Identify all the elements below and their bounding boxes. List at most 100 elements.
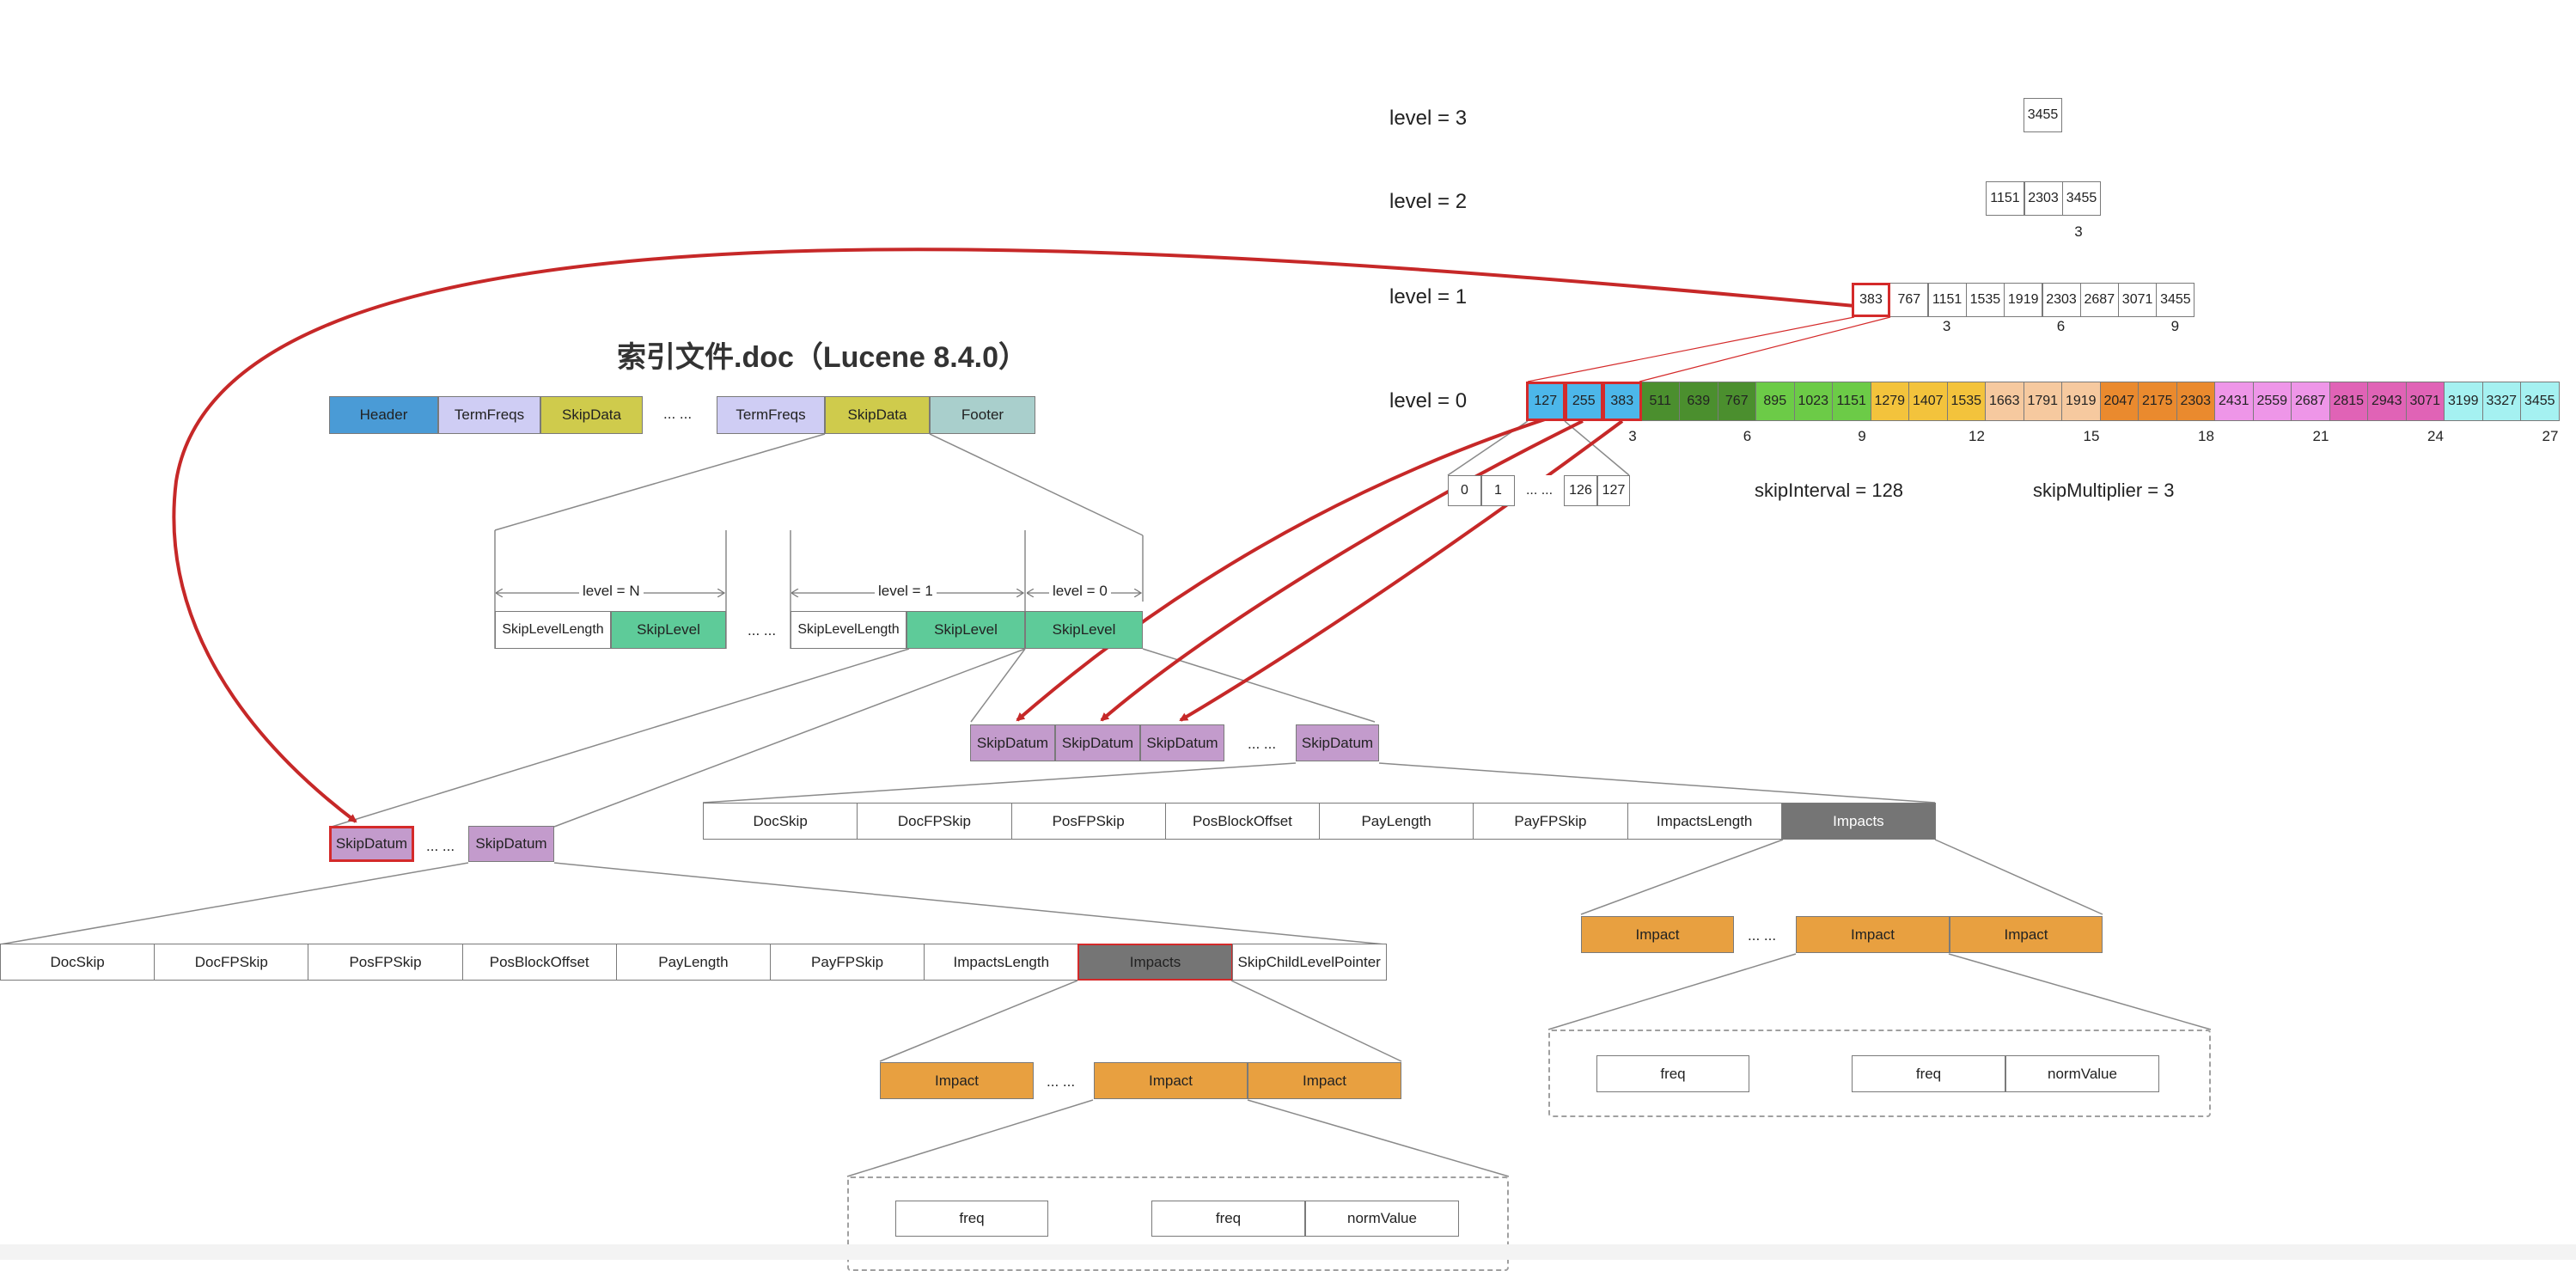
- zoom-line: [970, 648, 1026, 723]
- field-skipchildlevelpointer: SkipChildLevelPointer: [1231, 944, 1387, 981]
- doc-id-cell: 1: [1481, 475, 1515, 506]
- field-paylength: PayLength: [615, 944, 771, 981]
- field-posfpskip: PosFPSkip: [308, 944, 463, 981]
- impact-block: Impact: [880, 1062, 1034, 1099]
- skip-cell: 1151: [1832, 382, 1871, 421]
- skip-cell: 2559: [2252, 382, 2292, 421]
- zoom-line: [1247, 1099, 1510, 1177]
- skip-cell: 767: [1889, 283, 1929, 317]
- ellipsis: ... ...: [1515, 475, 1564, 506]
- skip-cell: 1151: [1986, 181, 2024, 216]
- zoom-line: [1564, 420, 1630, 476]
- doc-id-cell: 127: [1597, 475, 1630, 506]
- skip-cell: 511: [1640, 382, 1680, 421]
- skipdatum-block: SkipDatum: [1296, 724, 1379, 761]
- zoom-line: [0, 862, 469, 945]
- zoom-line: [846, 1099, 1094, 1177]
- skipdatum-block: SkipDatum: [970, 724, 1055, 761]
- skipdatum-block: SkipDatum: [1140, 724, 1224, 761]
- level-0-index: 21: [2312, 428, 2329, 444]
- ellipsis: ... ...: [426, 838, 455, 854]
- skip-cell: 2431: [2214, 382, 2254, 421]
- skip-cell: 2175: [2138, 382, 2177, 421]
- field-docfpskip: DocFPSkip: [857, 803, 1012, 840]
- field-payfpskip: PayFPSkip: [1473, 803, 1628, 840]
- pointer-arrow: [1016, 418, 1546, 722]
- skip-cell: 2303: [2042, 283, 2081, 317]
- skip-level-block: SkipLevel: [1025, 611, 1143, 649]
- zoom-line: [1547, 953, 1797, 1030]
- skip-cell: 2815: [2329, 382, 2368, 421]
- freq-field: freq: [895, 1201, 1048, 1237]
- field-impacts-block: Impacts: [1780, 803, 1937, 840]
- impact-block: Impact: [1581, 916, 1734, 953]
- diagram-title: 索引文件.doc（Lucene 8.4.0）: [617, 341, 1028, 374]
- expand-line: [1639, 316, 1891, 382]
- skipdata-block: SkipData: [540, 396, 643, 434]
- termfreqs-block: TermFreqs: [717, 396, 825, 434]
- skip-level-length-block: SkipLevelLength: [791, 611, 906, 649]
- zoom-line: [553, 862, 1386, 945]
- field-docskip: DocSkip: [703, 803, 858, 840]
- skip-cell-highlighted: 383: [1852, 283, 1890, 317]
- skip-cell: 3071: [2118, 283, 2158, 317]
- level-2-label: level = 2: [1389, 190, 1468, 213]
- zoom-line: [702, 762, 1297, 804]
- skip-cell-highlighted: 127: [1526, 382, 1566, 421]
- skip-cell: 895: [1755, 382, 1795, 421]
- ellipsis: ... ...: [748, 622, 777, 639]
- zoom-line: [553, 648, 1026, 828]
- skipdatum-block: SkipDatum: [468, 826, 554, 862]
- skip-cell: 3327: [2481, 382, 2521, 421]
- level-n-label: level = N: [579, 583, 644, 600]
- level-0-index: 15: [2083, 428, 2100, 444]
- field-impactslength: ImpactsLength: [924, 944, 1079, 981]
- skip-cell: 2047: [2099, 382, 2139, 421]
- freq-field: freq: [1151, 1201, 1305, 1237]
- skip-multiplier-param: skipMultiplier = 3: [2033, 480, 2175, 501]
- freq-field: freq: [1596, 1055, 1749, 1092]
- zoom-line: [1142, 648, 1376, 723]
- level-1-index: 3: [1942, 318, 1951, 334]
- zoom-line: [1934, 839, 2103, 915]
- skip-cell: 1535: [1965, 283, 2005, 317]
- skip-cell: 3199: [2444, 382, 2483, 421]
- skip-cell-highlighted: 255: [1564, 382, 1603, 421]
- skip-cell: 1791: [2023, 382, 2062, 421]
- skip-cell: 3455: [2024, 98, 2062, 132]
- skip-level-length-block: SkipLevelLength: [495, 611, 611, 649]
- ellipsis: ... ...: [1248, 736, 1277, 752]
- field-posblockoffset: PosBlockOffset: [1164, 803, 1321, 840]
- level-1-index: 9: [2170, 318, 2180, 334]
- zoom-line: [331, 648, 910, 828]
- level-0-index: 24: [2427, 428, 2444, 444]
- skip-cell: 3455: [2520, 382, 2560, 421]
- level-0-label: level = 0: [1049, 583, 1111, 600]
- field-impacts: Impacts: [1077, 944, 1233, 981]
- field-payfpskip: PayFPSkip: [770, 944, 925, 981]
- skip-cell: 3455: [2156, 283, 2195, 317]
- norm-value-field: normValue: [2005, 1055, 2159, 1092]
- field-posfpskip: PosFPSkip: [1010, 803, 1166, 840]
- field-docfpskip: DocFPSkip: [154, 944, 309, 981]
- level-0-index: 18: [2198, 428, 2214, 444]
- skip-cell: 1919: [2061, 382, 2101, 421]
- norm-value-field: normValue: [1305, 1201, 1459, 1237]
- skipdata-block: SkipData: [825, 396, 930, 434]
- skip-cell-highlighted: 383: [1602, 382, 1642, 421]
- zoom-line: [1378, 762, 1936, 804]
- zoom-line: [494, 433, 826, 531]
- skip-cell: 2687: [2079, 283, 2119, 317]
- skip-cell: 1919: [2004, 283, 2043, 317]
- level-1-label: level = 1: [875, 583, 937, 600]
- pointer-arrow: [172, 247, 1874, 823]
- termfreqs-block: TermFreqs: [438, 396, 540, 434]
- impact-block: Impact: [1094, 1062, 1248, 1099]
- skip-cell: 1663: [1985, 382, 2024, 421]
- zoom-line: [1948, 953, 2212, 1030]
- impact-block: Impact: [1950, 916, 2103, 953]
- level-0-index: 27: [2542, 428, 2559, 444]
- footer-block: Footer: [930, 396, 1035, 434]
- skip-cell: 2303: [2176, 382, 2215, 421]
